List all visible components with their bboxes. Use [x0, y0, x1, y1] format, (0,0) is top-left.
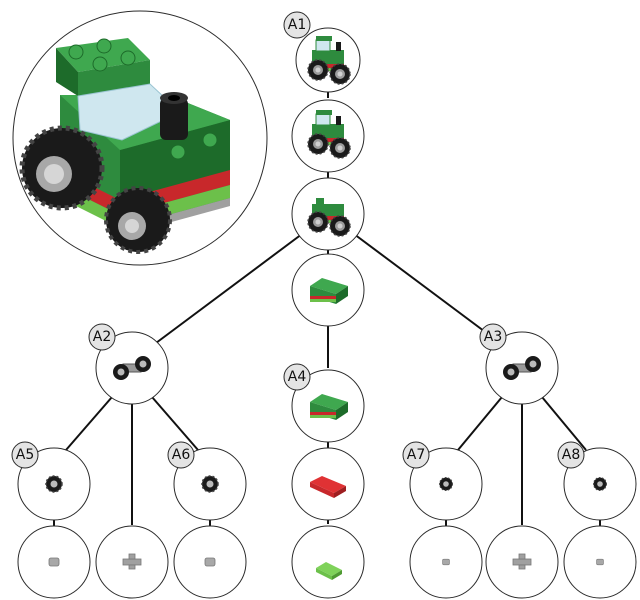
wheel-icon — [45, 475, 63, 493]
node-step3 — [291, 177, 365, 251]
badge-a4-label: A4 — [288, 369, 307, 385]
node-a7 — [409, 447, 483, 521]
node-brick-stack — [291, 253, 365, 327]
badge-a3-label: A3 — [484, 329, 502, 345]
tractor-preview — [12, 10, 268, 266]
red-plate-icon — [310, 476, 346, 498]
node-a5 — [17, 447, 91, 521]
node-a2 — [95, 331, 169, 405]
hub-part-icon — [442, 558, 450, 566]
edge-step3-a2 — [155, 233, 303, 344]
node-axle-plate-left — [95, 525, 169, 599]
edge-a3-a7 — [457, 396, 503, 451]
badge-a3: A3 — [479, 323, 507, 351]
badge-a7-label: A7 — [407, 447, 425, 463]
tree-edges — [53, 90, 601, 526]
node-green-plate — [291, 525, 365, 599]
node-a4 — [291, 369, 365, 443]
node-a8 — [563, 447, 637, 521]
badge-a8: A8 — [557, 441, 585, 469]
node-a6 — [173, 447, 247, 521]
edge-step3-a3 — [353, 233, 501, 344]
wheel-icon — [201, 475, 219, 493]
node-hub-1 — [17, 525, 91, 599]
wheel-icon — [438, 477, 453, 491]
badge-a8-label: A8 — [562, 447, 580, 463]
node-a3 — [485, 331, 559, 405]
hub-part-icon — [48, 557, 60, 567]
badge-a5: A5 — [11, 441, 39, 469]
green-plate-icon — [316, 562, 342, 580]
badge-a6-label: A6 — [172, 447, 191, 463]
badge-a5-label: A5 — [16, 447, 34, 463]
badge-a2: A2 — [88, 323, 116, 351]
badge-a1-label: A1 — [288, 17, 306, 33]
wheel-icon — [593, 477, 608, 491]
node-a1 — [295, 27, 361, 93]
node-axle-plate-right — [485, 525, 559, 599]
badge-a4: A4 — [283, 363, 311, 391]
badge-a2-label: A2 — [93, 329, 111, 345]
node-red-plate — [291, 447, 365, 521]
badge-a6: A6 — [167, 441, 195, 469]
node-hub-3 — [409, 525, 483, 599]
node-hub-2 — [173, 525, 247, 599]
tractor-model-icon — [19, 38, 230, 254]
edge-a2-a5 — [65, 396, 113, 451]
node-hub-4 — [563, 525, 637, 599]
hub-part-icon — [204, 557, 216, 567]
badge-a1: A1 — [283, 11, 311, 39]
edge-a3-a8 — [541, 396, 587, 451]
hub-part-icon — [596, 558, 604, 566]
edge-a2-a6 — [151, 396, 199, 451]
node-step2 — [291, 99, 365, 173]
badge-a7: A7 — [402, 441, 430, 469]
